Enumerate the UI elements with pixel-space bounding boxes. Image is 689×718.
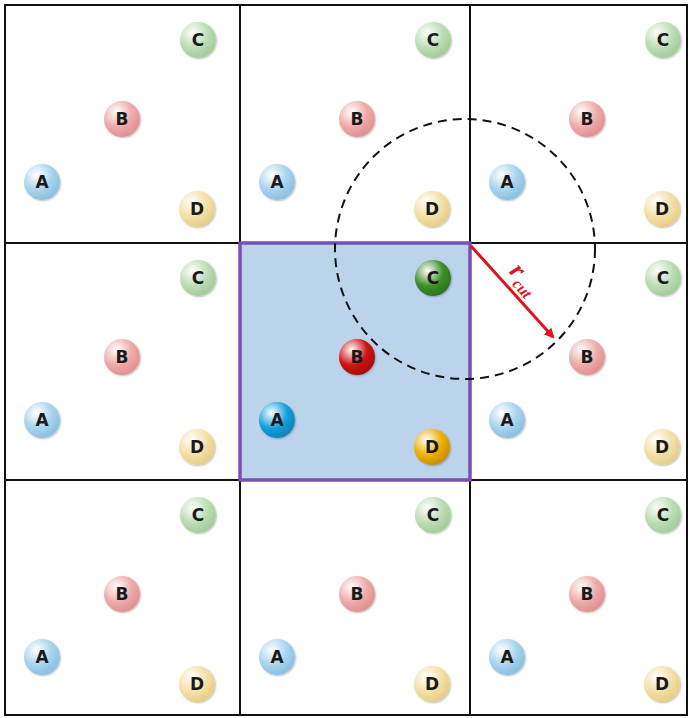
image-particle: B — [569, 339, 605, 375]
particle-label: A — [35, 174, 48, 191]
central-particle: B — [339, 339, 375, 375]
particle-label: D — [655, 439, 669, 456]
particle-label: A — [35, 412, 48, 429]
image-particle: C — [415, 22, 451, 58]
image-particle: D — [644, 429, 680, 465]
particle-label: B — [581, 586, 594, 603]
particle-label: C — [427, 32, 439, 49]
image-particle: A — [259, 639, 295, 675]
image-particle: A — [24, 639, 60, 675]
particle-label: C — [657, 507, 669, 524]
image-particle: C — [415, 497, 451, 533]
central-cell-fill — [240, 243, 470, 480]
image-particle: A — [489, 164, 525, 200]
particle-label: C — [427, 270, 439, 287]
particle-label: A — [270, 649, 283, 666]
central-particle: D — [414, 429, 450, 465]
particle-label: B — [351, 111, 364, 128]
particle-label: C — [192, 32, 204, 49]
particle-label: D — [655, 201, 669, 218]
image-particle: D — [179, 429, 215, 465]
particle-label: B — [581, 349, 594, 366]
image-particle: C — [180, 497, 216, 533]
image-particle: D — [179, 666, 215, 702]
particle-label: A — [270, 174, 283, 191]
image-particle: B — [569, 101, 605, 137]
particle-label: B — [116, 111, 129, 128]
particle-label: D — [425, 439, 439, 456]
particle-label: C — [657, 32, 669, 49]
particle-label: C — [657, 270, 669, 287]
image-particle: D — [644, 191, 680, 227]
cell-grid — [5, 5, 687, 715]
particle-label: D — [425, 676, 439, 693]
particle-label: B — [116, 349, 129, 366]
image-particle: D — [179, 191, 215, 227]
particle-label: A — [500, 174, 513, 191]
cutoff-radius-arrow — [471, 246, 553, 337]
particle-label: A — [35, 649, 48, 666]
particle-label: A — [500, 412, 513, 429]
particle-label: B — [351, 349, 364, 366]
particle-label: D — [655, 676, 669, 693]
image-particle: D — [414, 191, 450, 227]
particle-label: B — [351, 586, 364, 603]
image-particle: A — [24, 402, 60, 438]
particle-label: B — [581, 111, 594, 128]
image-particle: C — [180, 22, 216, 58]
particle-label: C — [427, 507, 439, 524]
particle-label: C — [192, 507, 204, 524]
particle-label: D — [425, 201, 439, 218]
particle-label: B — [116, 586, 129, 603]
image-particle: D — [644, 666, 680, 702]
image-particle: C — [645, 497, 681, 533]
image-particle: A — [259, 164, 295, 200]
image-particle: C — [180, 260, 216, 296]
image-particle: C — [645, 22, 681, 58]
image-particle: A — [24, 164, 60, 200]
image-particle: D — [414, 666, 450, 702]
image-particle: B — [569, 576, 605, 612]
cutoff-circle — [335, 119, 595, 379]
image-particle: B — [339, 101, 375, 137]
central-cell-border — [240, 243, 470, 480]
image-particle: B — [339, 576, 375, 612]
cutoff-label: rcut — [501, 256, 547, 302]
particle-label: C — [192, 270, 204, 287]
image-particle: B — [104, 339, 140, 375]
image-particle: C — [645, 260, 681, 296]
particle-label: A — [500, 649, 513, 666]
image-particle: B — [104, 576, 140, 612]
particle-label: A — [270, 412, 283, 429]
central-particle: A — [259, 402, 295, 438]
image-particle: B — [104, 101, 140, 137]
particle-label: D — [190, 201, 204, 218]
particle-label: D — [190, 676, 204, 693]
image-particle: A — [489, 639, 525, 675]
particle-label: D — [190, 439, 204, 456]
central-particle: C — [415, 260, 451, 296]
image-particle: A — [489, 402, 525, 438]
